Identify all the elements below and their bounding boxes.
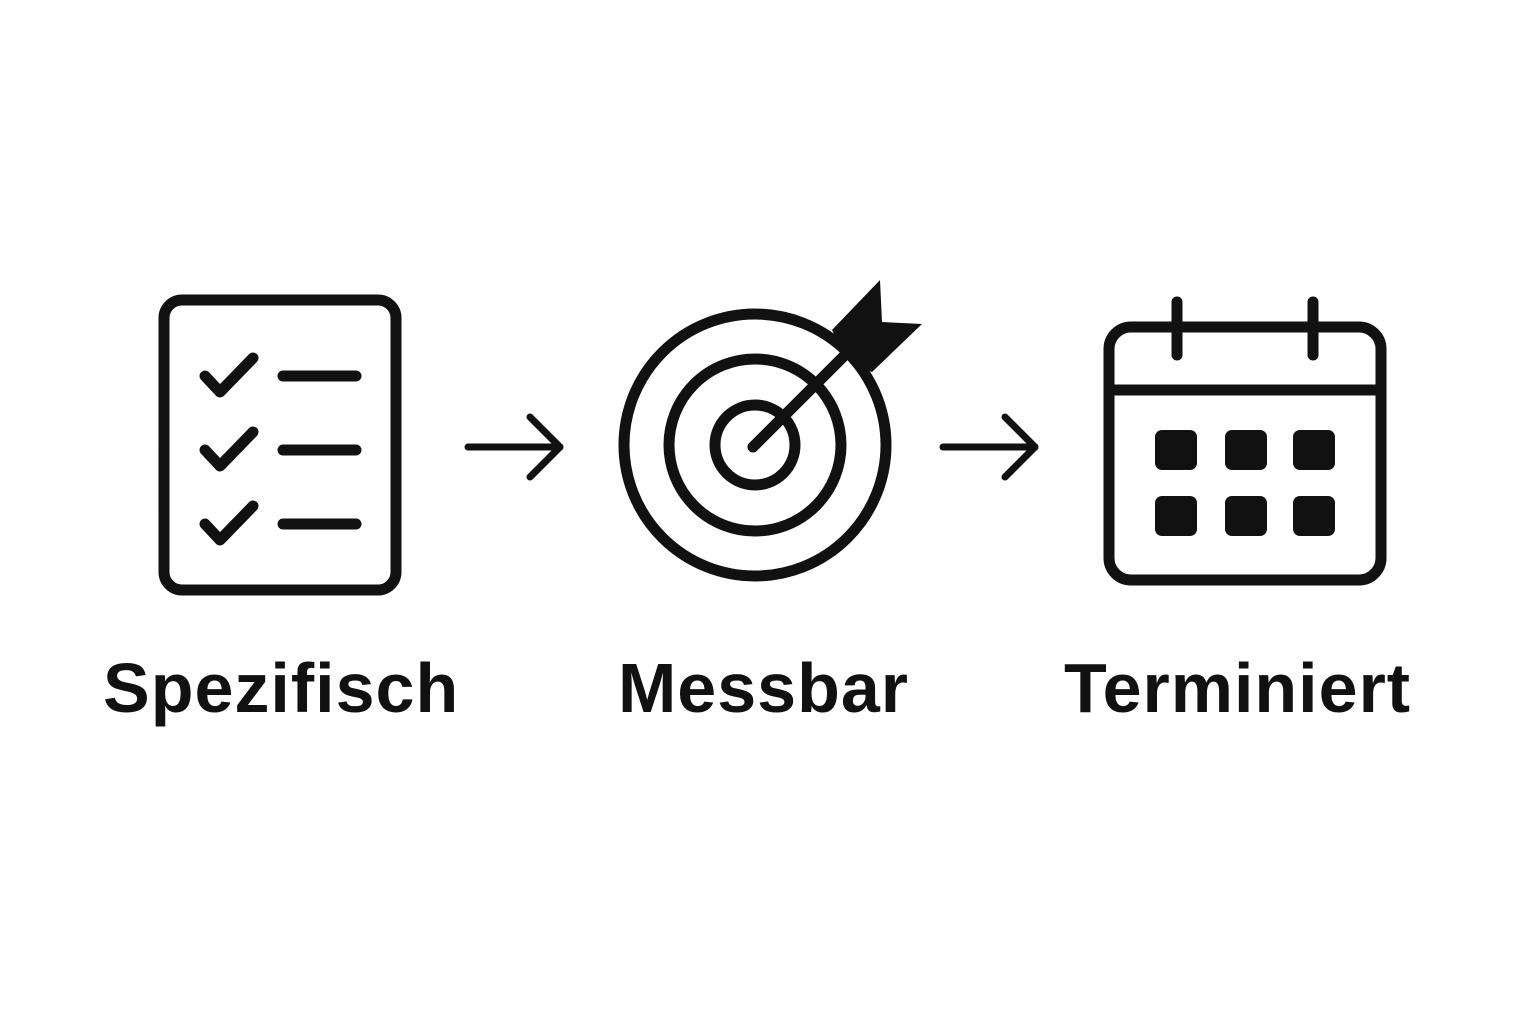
step-label-timebound: Terminiert (1064, 649, 1412, 727)
step-label-specific: Spezifisch (103, 649, 460, 727)
arrow-right-icon (939, 413, 1039, 481)
target-icon (618, 280, 922, 582)
arrow-right-icon (464, 413, 564, 481)
checklist-icon (158, 294, 402, 596)
calendar-icon (1103, 296, 1387, 586)
step-label-measurable: Messbar (618, 649, 910, 727)
